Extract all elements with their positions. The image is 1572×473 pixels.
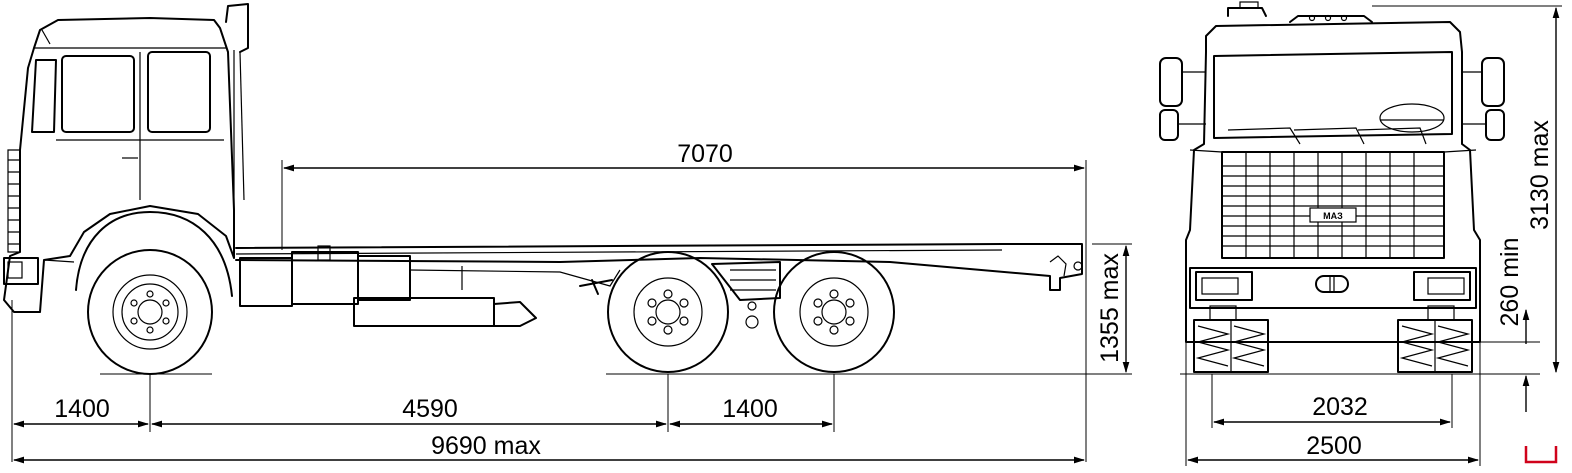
label-front-overhang: 1400 [54, 395, 110, 423]
radiator-grille [1189, 149, 1477, 259]
chassis-frame [235, 243, 1083, 327]
rear-wheel-2 [773, 251, 895, 373]
left-mirror [1159, 57, 1206, 141]
label-overall-length: 9690 max [431, 432, 541, 460]
front-fender [75, 211, 233, 297]
label-track-width: 2032 [1312, 393, 1368, 421]
rear-bogie [711, 261, 781, 329]
front-dimensions: 2032 2500 3130 max 260 min [1185, 5, 1562, 466]
label-overall-width: 2500 [1306, 432, 1362, 460]
front-wheel [87, 249, 213, 375]
left-tires [1193, 319, 1269, 373]
label-bogie-spacing: 1400 [722, 395, 778, 423]
label-wheelbase: 4590 [402, 395, 458, 423]
front-bumper [1189, 267, 1477, 309]
front-view: МАЗ [1159, 1, 1540, 375]
cab-front [1185, 21, 1481, 343]
label-overall-height: 3130 max [1526, 120, 1554, 230]
rear-wheel-1 [607, 251, 729, 373]
badge-text: МАЗ [1323, 211, 1343, 221]
windshield [1213, 51, 1453, 139]
label-frame-height: 1355 max [1096, 253, 1124, 363]
left-headlight [1195, 271, 1253, 301]
label-frame-length: 7070 [677, 140, 733, 168]
cab [3, 3, 249, 313]
right-mirror [1462, 57, 1505, 141]
label-ground-clearance: 260 min [1496, 238, 1524, 327]
right-headlight [1413, 271, 1471, 301]
red-corner-marker [1524, 446, 1558, 464]
side-dimensions: 7070 1400 4590 1400 9690 max 1355 max [11, 140, 1132, 464]
tow-hook [1315, 275, 1349, 293]
brand-badge: МАЗ [1309, 207, 1357, 223]
roof-hatch [1227, 7, 1267, 17]
right-tires [1397, 319, 1473, 373]
side-view [3, 3, 1083, 375]
